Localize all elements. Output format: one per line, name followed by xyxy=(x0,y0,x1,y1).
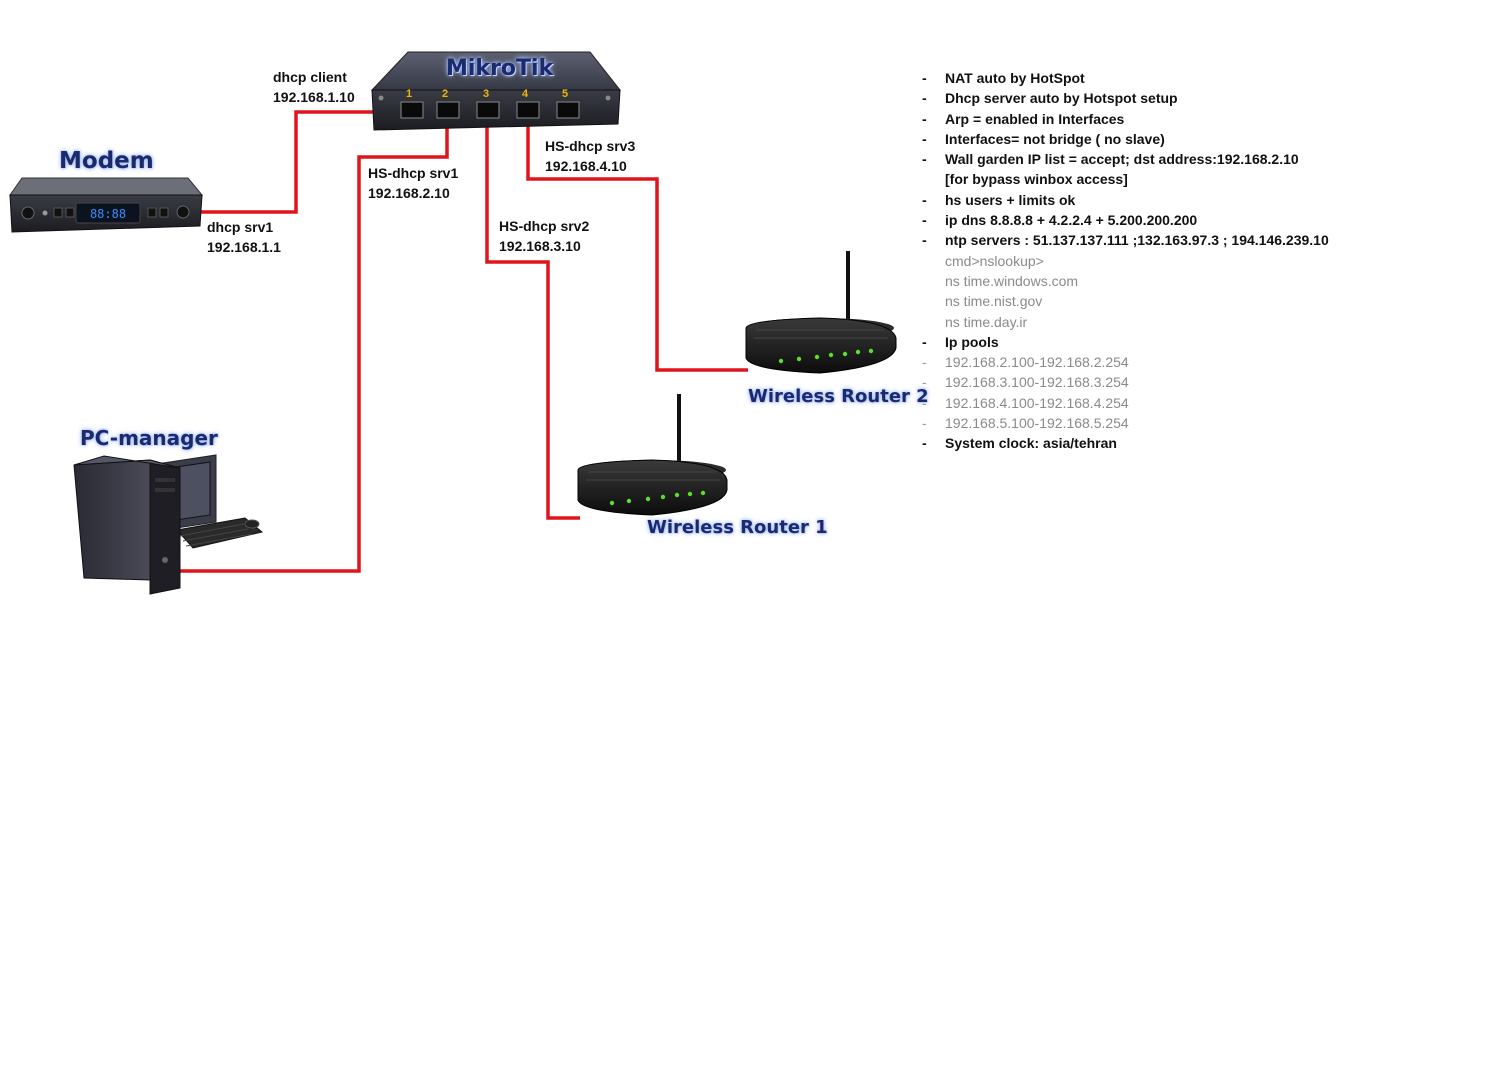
note-item: System clock: asia/tehran xyxy=(920,433,1329,454)
note-item: ns time.day.ir xyxy=(945,313,1028,330)
port-number-3: 3 xyxy=(483,88,490,100)
mikrotik-title: MikroTik xyxy=(446,56,554,81)
wireless-router-2-device xyxy=(745,251,897,374)
dhcp-client-ip: 192.168.1.10 xyxy=(273,89,355,105)
modem-title: Modem xyxy=(59,148,154,174)
hs-dhcp-srv1-name: HS-dhcp srv1 xyxy=(368,165,459,181)
hs-dhcp-srv3-name: HS-dhcp srv3 xyxy=(545,138,636,154)
note-item: ns time.windows.com xyxy=(945,272,1079,289)
note-item: hs users + limits ok xyxy=(920,190,1329,211)
note-item: cmd>nslookup> xyxy=(945,252,1044,269)
pc-manager-title: PC-manager xyxy=(80,426,218,450)
modem-dhcp-label: dhcp srv1 192.168.1.1 xyxy=(207,217,281,257)
port-number-4: 4 xyxy=(522,88,529,100)
note-item: Ip pools xyxy=(920,332,1329,353)
note-item: ns time.nist.gov xyxy=(945,293,1043,310)
modem-display: 88:88 xyxy=(90,207,126,221)
hs-dhcp-srv2-name: HS-dhcp srv2 xyxy=(499,218,590,234)
modem-dhcp-name: dhcp srv1 xyxy=(207,219,274,235)
mikrotik-port-4 xyxy=(516,101,540,119)
note-item: Dhcp server auto by Hotspot setup xyxy=(920,88,1329,109)
note-item: 192.168.5.100-192.168.5.254 xyxy=(920,413,1329,434)
mikrotik-port-2 xyxy=(436,101,460,119)
note-item: Arp = enabled in Interfaces xyxy=(920,109,1329,130)
dhcp-client-name: dhcp client xyxy=(273,69,347,85)
hs-dhcp-srv1-label: HS-dhcp srv1 192.168.2.10 xyxy=(368,163,458,203)
hs-dhcp-srv1-ip: 192.168.2.10 xyxy=(368,185,450,201)
note-item: Wall garden IP list = accept; dst addres… xyxy=(920,149,1329,170)
modem-device: 88:88 xyxy=(9,177,204,233)
mikrotik-port-1 xyxy=(400,101,424,119)
port-number-2: 2 xyxy=(442,88,449,100)
note-item: ip dns 8.8.8.8 + 4.2.2.4 + 5.200.200.200 xyxy=(920,210,1329,231)
cable-port4-router2 xyxy=(526,112,748,372)
port-number-5: 5 xyxy=(562,88,569,100)
cables xyxy=(180,110,748,573)
wireless-router-1-title: Wireless Router 1 xyxy=(647,517,828,538)
modem-dhcp-ip: 192.168.1.1 xyxy=(207,239,281,255)
port-number-1: 1 xyxy=(406,88,413,100)
note-item: 192.168.2.100-192.168.2.254 xyxy=(920,352,1329,373)
note-item: ntp servers : 51.137.137.111 ;132.163.97… xyxy=(920,230,1329,251)
wireless-router-1-device xyxy=(577,394,728,516)
note-item: 192.168.4.100-192.168.4.254 xyxy=(920,393,1329,414)
hs-dhcp-srv3-label: HS-dhcp srv3 192.168.4.10 xyxy=(545,136,635,176)
mikrotik-port-5 xyxy=(556,101,580,119)
hs-dhcp-srv2-ip: 192.168.3.10 xyxy=(499,238,581,254)
wireless-router-2-title: Wireless Router 2 xyxy=(748,386,929,407)
dhcp-client-label: dhcp client 192.168.1.10 xyxy=(273,67,355,107)
hs-dhcp-srv3-ip: 192.168.4.10 xyxy=(545,158,627,174)
pc-manager-device xyxy=(73,454,264,595)
hs-dhcp-srv2-label: HS-dhcp srv2 192.168.3.10 xyxy=(499,216,589,256)
cable-modem-port1 xyxy=(200,110,412,214)
note-item: NAT auto by HotSpot xyxy=(920,68,1329,89)
note-item: Interfaces= not bridge ( no slave) xyxy=(920,129,1329,150)
cable-port3-router1 xyxy=(485,112,580,520)
mikrotik-router xyxy=(370,51,622,131)
configuration-notes: NAT auto by HotSpotDhcp server auto by H… xyxy=(920,68,1329,454)
mikrotik-port-3 xyxy=(476,101,500,119)
note-item: 192.168.3.100-192.168.3.254 xyxy=(920,372,1329,393)
note-item: [for bypass winbox access] xyxy=(945,171,1128,188)
cable-port2-pc xyxy=(180,112,449,573)
